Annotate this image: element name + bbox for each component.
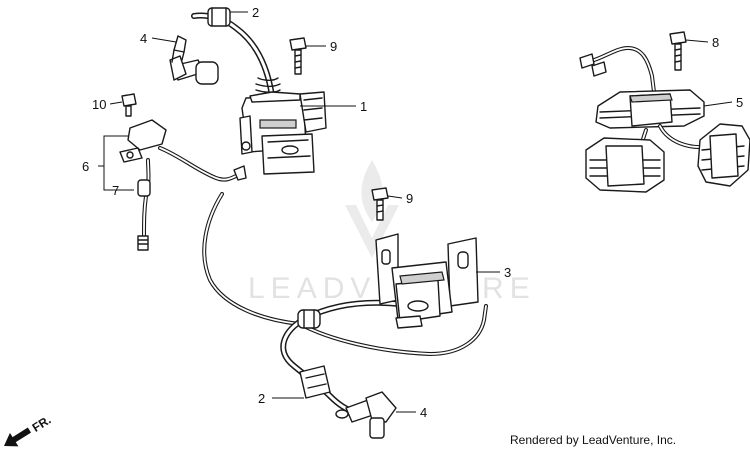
ignition-coil-3 [375,233,479,329]
callout-8: 8 [712,35,719,50]
bolt-9-lower [371,187,389,221]
callout-1: 1 [360,99,367,114]
bolt-10 [121,93,137,117]
callout-4-lower: 4 [420,405,427,420]
callout-2-lower: 2 [258,391,265,406]
callout-5: 5 [736,95,743,110]
ht-lead-lower [280,299,488,439]
stop-switch-6 [119,119,247,251]
callout-2-upper: 2 [252,5,259,20]
callout-4-upper: 4 [140,31,147,46]
front-arrow: FR. [4,413,54,447]
front-arrow-label: FR. [30,413,54,435]
callout-7: 7 [112,183,119,198]
leader-lines [98,11,733,413]
bolt-9-upper [289,37,307,75]
callout-9-lower: 9 [406,191,413,206]
callout-9-upper: 9 [330,39,337,54]
ground-wire [202,192,302,326]
callouts: 2 4 9 1 10 6 7 9 3 8 5 2 4 [82,5,743,420]
charge-coil-5 [579,46,750,193]
credit-text: Rendered by LeadVenture, Inc. [510,433,677,447]
callout-6: 6 [82,159,89,174]
ignition-coil-1 [169,7,327,175]
callout-10: 10 [92,97,106,112]
bolt-8 [669,31,687,71]
callout-3: 3 [504,265,511,280]
